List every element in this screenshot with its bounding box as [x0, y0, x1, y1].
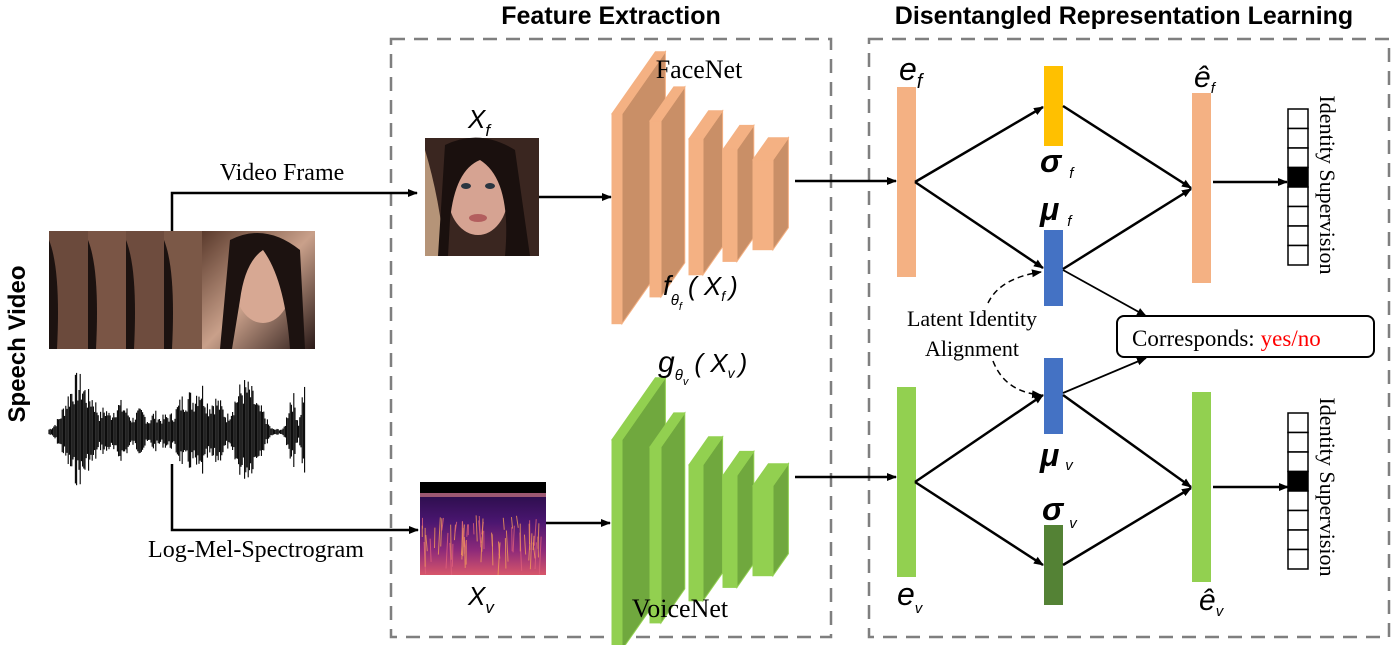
face-identity-cell — [1287, 166, 1309, 188]
voicenet-layer — [752, 462, 790, 578]
face-identity-cell — [1287, 225, 1309, 247]
feature-extraction-box — [389, 37, 833, 639]
video-frame-label: Video Frame — [220, 160, 345, 186]
corresponds-text: Corresponds:yes/no — [1132, 326, 1321, 351]
video-frame-connector — [170, 189, 418, 231]
ef-to-sigmaf-arrow — [914, 105, 1044, 184]
face-reconstructed-bar — [1192, 93, 1211, 283]
mu-face-bar — [1044, 230, 1063, 306]
voicenet-layers — [611, 376, 790, 645]
alignment-dashed-bottom — [992, 360, 1042, 399]
voicenet-label: VoiceNet — [632, 594, 729, 623]
ef-to-muf-arrow — [914, 180, 1044, 270]
voice-identity-cell — [1287, 529, 1309, 551]
facenet-layer — [688, 109, 724, 277]
sigmav-to-ehatv-arrow — [1062, 486, 1192, 567]
section-title-disentangled: Disentangled Representation Learning — [895, 2, 1353, 30]
face-identity-cell — [1287, 205, 1309, 227]
sigma-voice-bar — [1044, 525, 1063, 605]
voice-identity-cell — [1287, 490, 1309, 512]
video-frames-stack — [49, 231, 315, 349]
muv-to-corresponds-arrow — [1062, 357, 1147, 394]
alignment-label-line1: Latent Identity — [907, 306, 1037, 331]
face-identity-cell — [1287, 186, 1309, 208]
face-identity-vector — [1287, 108, 1309, 266]
speech-video-label: Speech Video — [4, 266, 31, 423]
voice-reconstructed-bar — [1192, 392, 1211, 582]
voice-identity-cell — [1287, 470, 1309, 492]
ev-to-muv-arrow — [914, 393, 1044, 484]
ev-to-sigmav-arrow — [914, 480, 1044, 567]
muv-to-ehatv-arrow — [1062, 393, 1192, 489]
muf-to-corresponds-arrow — [1062, 269, 1147, 317]
face-identity-supervision-label: Identity Supervision — [1315, 95, 1340, 274]
voicenet-function-label: gθv( Xv) — [658, 346, 747, 388]
face-reconstructed-label: êf — [1194, 61, 1217, 97]
voicenet-layer — [688, 435, 724, 603]
voice-identity-cell — [1287, 548, 1309, 570]
voice-reconstructed-label: êv — [1199, 584, 1225, 620]
alignment-dashed-top — [987, 269, 1042, 304]
voice-input-symbol: Xv — [467, 581, 495, 617]
face-embedding-bar — [897, 87, 916, 277]
audio-waveform — [48, 372, 306, 486]
facenet-label: FaceNet — [656, 55, 743, 84]
face-identity-cell — [1287, 108, 1309, 130]
voice-identity-vector — [1287, 412, 1309, 570]
corresponds-box — [1116, 315, 1375, 358]
facenet-layer — [649, 85, 686, 299]
face-identity-cell — [1287, 147, 1309, 169]
voice-identity-cell — [1287, 451, 1309, 473]
voicenet-layer — [649, 411, 686, 625]
disentangled-box — [867, 37, 1391, 639]
face-input-image — [425, 137, 539, 256]
facenet-layer — [752, 136, 790, 252]
muf-to-ehatf-arrow — [1062, 187, 1192, 271]
face-identity-cell — [1287, 244, 1309, 266]
sigmaf-to-ehatf-arrow — [1062, 104, 1192, 190]
spectrogram-image — [420, 482, 546, 576]
voice-embedding-bar — [897, 387, 916, 577]
spectrogram-connector — [170, 464, 419, 534]
voicenet-layer — [722, 449, 755, 589]
facenet-function-label: fθf( Xf) — [663, 270, 738, 313]
voice-identity-cell — [1287, 509, 1309, 531]
facenet-layers — [611, 50, 790, 326]
voice-identity-cell — [1287, 412, 1309, 434]
voice-identity-supervision-label: Identity Supervision — [1315, 397, 1340, 576]
face-input-symbol: Xf — [467, 104, 492, 140]
sigma-face-bar — [1044, 66, 1063, 146]
voice-identity-cell — [1287, 431, 1309, 453]
spectrogram-label: Log-Mel-Spectrogram — [148, 537, 364, 563]
voice-embedding-label: ev — [897, 576, 924, 617]
alignment-label-line2: Alignment — [925, 336, 1019, 361]
face-embedding-label: ef — [899, 51, 925, 93]
section-title-feature-extraction: Feature Extraction — [501, 2, 721, 30]
face-identity-cell — [1287, 127, 1309, 149]
mu-voice-bar — [1044, 358, 1063, 434]
facenet-layer — [722, 123, 755, 263]
